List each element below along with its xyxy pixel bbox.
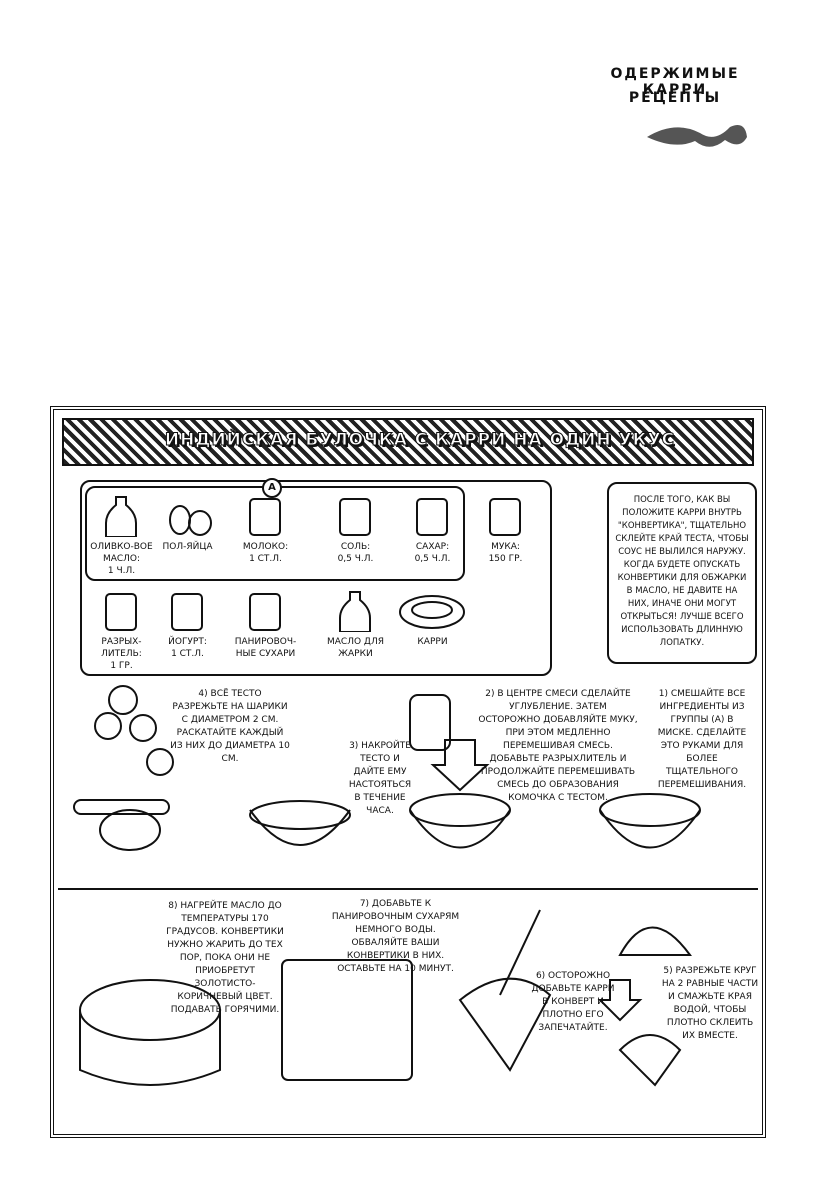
- salt-shaker-icon: [339, 498, 371, 536]
- ingredient-amount: 150 ГР.: [488, 554, 523, 564]
- bottle-icon: [105, 496, 137, 538]
- header-line2: РЕЦЕПТЫ: [628, 90, 722, 106]
- yogurt-tub-icon: [171, 593, 203, 631]
- section-divider: [58, 888, 758, 890]
- ingredient-amount: 1 Ч.Л.: [107, 566, 136, 576]
- ingredient-item: ПОЛ-ЯЙЦА: [150, 495, 225, 553]
- ornament-icon: [647, 124, 747, 147]
- step-4-text: 4) Всё тесто разрежьте на шарики с диаме…: [170, 689, 290, 764]
- ingredient-name: ЙОГУРТ:: [168, 637, 207, 647]
- ingredient-item: КАРРИ: [395, 590, 470, 648]
- ingredient-name: МУКА:: [491, 542, 520, 552]
- header-line1: ОДЕРЖИМЫЕ КАРРИ: [610, 66, 740, 98]
- title-banner: [62, 418, 754, 466]
- flour-bag-icon: [489, 498, 521, 536]
- ingredient-name: ПАНИРОВОЧ-НЫЕ СУХАРИ: [234, 637, 297, 659]
- ingredient-item: САХАР: 0,5 Ч.Л.: [395, 495, 470, 565]
- recipe-frame: [50, 406, 766, 1138]
- ingredient-item: РАЗРЫХ-ЛИТЕЛЬ: 1 ГР.: [84, 590, 159, 672]
- ingredient-name: САХАР:: [415, 542, 450, 552]
- ingredient-item: ОЛИВКО-ВОЕ МАСЛО: 1 Ч.Л.: [84, 495, 159, 577]
- ingredient-name: МАСЛО ДЛЯ ЖАРКИ: [327, 637, 384, 659]
- steps-illustration-bottom: [79, 909, 692, 1087]
- ingredient-item: МОЛОКО: 1 СТ.Л.: [228, 495, 303, 565]
- ingredient-name: СОЛЬ:: [340, 542, 371, 552]
- ingredient-name: КАРРИ: [417, 637, 448, 647]
- ingredient-amount: 1 СТ.Л.: [171, 649, 204, 659]
- ingredient-amount: 1 СТ.Л.: [249, 554, 282, 564]
- ingredient-name: РАЗРЫХ-ЛИТЕЛЬ:: [101, 637, 142, 659]
- sugar-jar-icon: [416, 498, 448, 536]
- group-a-marker: A: [262, 478, 282, 498]
- ingredient-amount: 0,5 Ч.Л.: [414, 554, 451, 564]
- eggs-icon: [169, 505, 212, 536]
- breadcrumbs-bag-icon: [249, 593, 281, 631]
- ingredient-name: ОЛИВКО-ВОЕ МАСЛО:: [90, 542, 153, 564]
- steps-illustration-top: [73, 685, 701, 851]
- milk-carton-icon: [249, 498, 281, 536]
- step-6-text: 6) Осторожно добавьте карри в конверт и …: [531, 971, 615, 1033]
- step-8-text: 8) Нагрейте масло до температуры 170 гра…: [166, 901, 284, 1015]
- ingredient-item: ПАНИРОВОЧ-НЫЕ СУХАРИ: [228, 590, 303, 660]
- step-5-text: 5) Разрежьте круг на 2 равные части и см…: [661, 966, 759, 1041]
- ingredient-name: МОЛОКО:: [242, 542, 289, 552]
- step-7-text: 7) Добавьте к панировочным сухарям немно…: [331, 899, 460, 974]
- tip-note: После того, как вы положите карри внутрь…: [607, 482, 757, 664]
- ingredient-item: ЙОГУРТ: 1 СТ.Л.: [150, 590, 225, 660]
- recipe-title: ИНДИЙСКАЯ БУЛОЧКА С КАРРИ НА ОДИН УКУС: [164, 430, 676, 451]
- ingredient-name: ПОЛ-ЯЙЦА: [162, 542, 213, 552]
- ingredient-item: МАСЛО ДЛЯ ЖАРКИ: [318, 590, 393, 660]
- step-2-text: 2) В центре смеси сделайте углубление. З…: [478, 689, 638, 803]
- step-1-text: 1) Смешайте все ингредиенты из группы (А…: [657, 689, 747, 790]
- ingredient-amount: 1 ГР.: [110, 661, 133, 671]
- ingredient-amount: 0,5 Ч.Л.: [337, 554, 374, 564]
- step-3-text: 3) Накройте тесто и дайте ему настояться…: [348, 741, 412, 816]
- ingredient-item: СОЛЬ: 0,5 Ч.Л.: [318, 495, 393, 565]
- bottle-icon: [339, 591, 371, 633]
- ingredients-box: [80, 480, 552, 676]
- curry-bowl-icon: [399, 595, 465, 629]
- tip-text: После того, как вы положите карри внутрь…: [615, 495, 749, 648]
- can-icon: [105, 593, 137, 631]
- ingredient-item: МУКА: 150 ГР.: [468, 495, 543, 565]
